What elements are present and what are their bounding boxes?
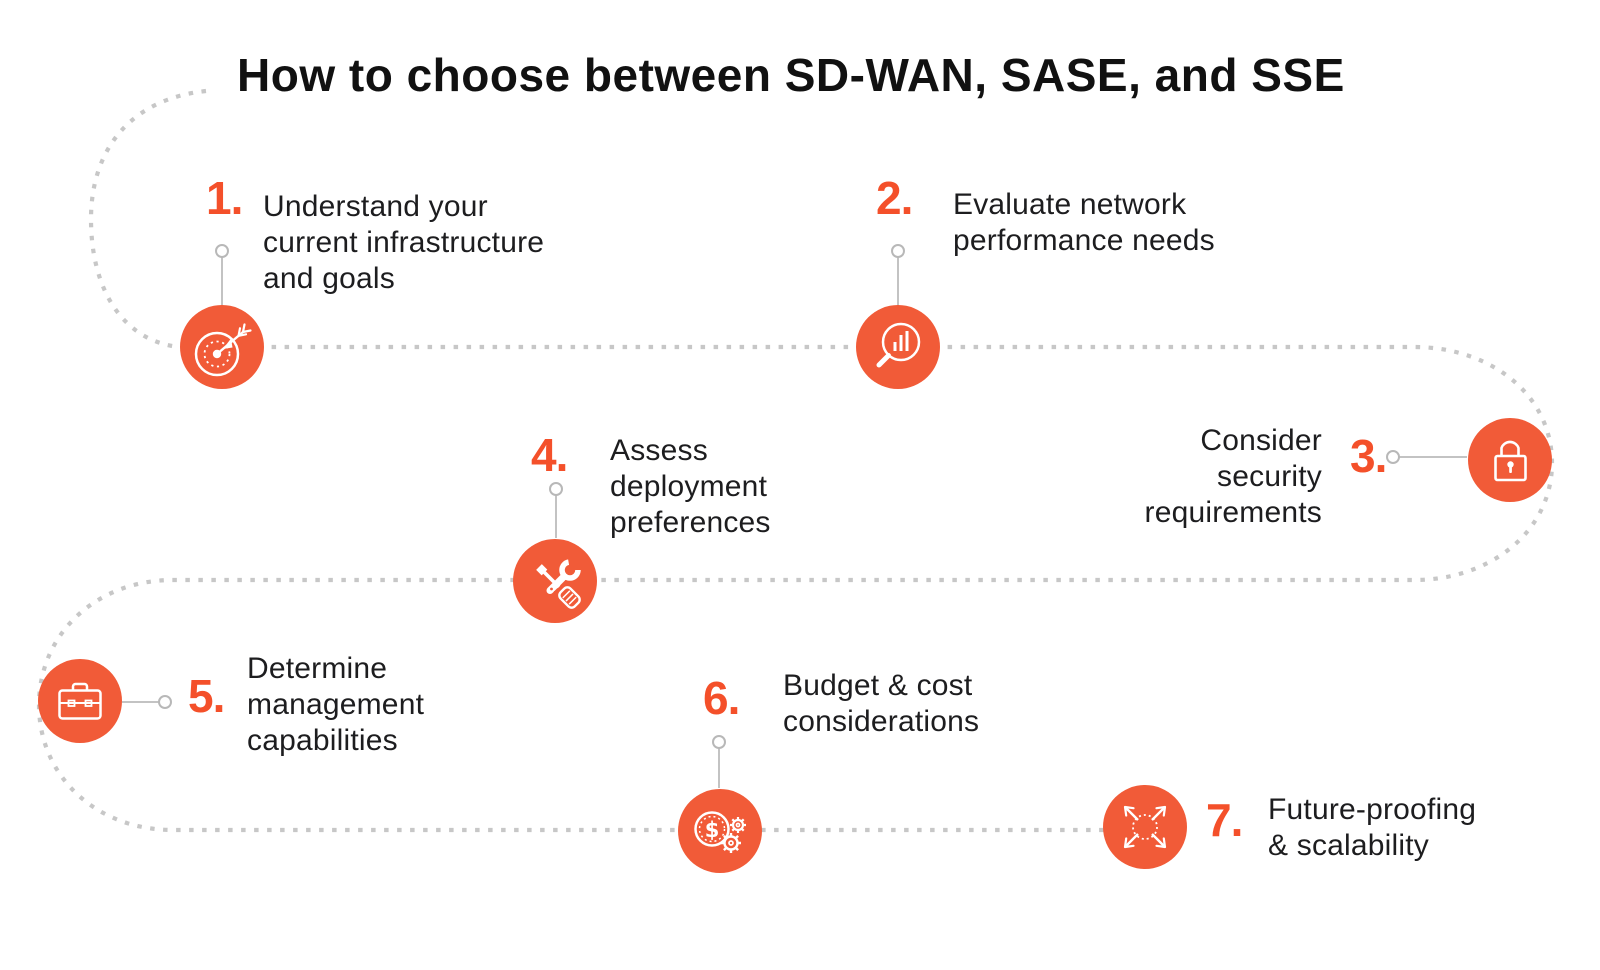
expand-arrows-icon — [1123, 805, 1167, 849]
briefcase-icon — [58, 682, 102, 720]
step-1-number: 1. — [206, 172, 243, 224]
step-7-label: Future-proofing& scalability — [1268, 793, 1477, 862]
step-3-number: 3. — [1350, 430, 1387, 482]
step-7-icon-circle — [1103, 785, 1187, 869]
connector-rings — [158, 244, 1400, 749]
step-6-number: 6. — [703, 672, 740, 724]
cost-gears-icon: $ — [694, 811, 746, 853]
step-1-icon-circle — [180, 305, 264, 389]
step-3-icon-circle — [1468, 418, 1552, 502]
step-5-icon-circle — [38, 659, 122, 743]
tools-icon — [536, 559, 581, 609]
step-2-number: 2. — [876, 172, 913, 224]
connector-lines — [122, 257, 1467, 788]
step-4-number: 4. — [531, 429, 568, 481]
step-2-icon-circle — [856, 305, 940, 389]
lock-icon — [1494, 440, 1527, 482]
step-7-number: 7. — [1206, 794, 1243, 846]
target-icon — [194, 323, 252, 377]
page-title: How to choose between SD-WAN, SASE, and … — [237, 49, 1345, 101]
step-6-icon-circle: $ — [678, 789, 762, 873]
svg-text:$: $ — [705, 818, 720, 842]
step-4-icon-circle — [513, 539, 597, 623]
step-5-number: 5. — [188, 670, 225, 722]
magnifier-chart-icon — [876, 322, 921, 368]
